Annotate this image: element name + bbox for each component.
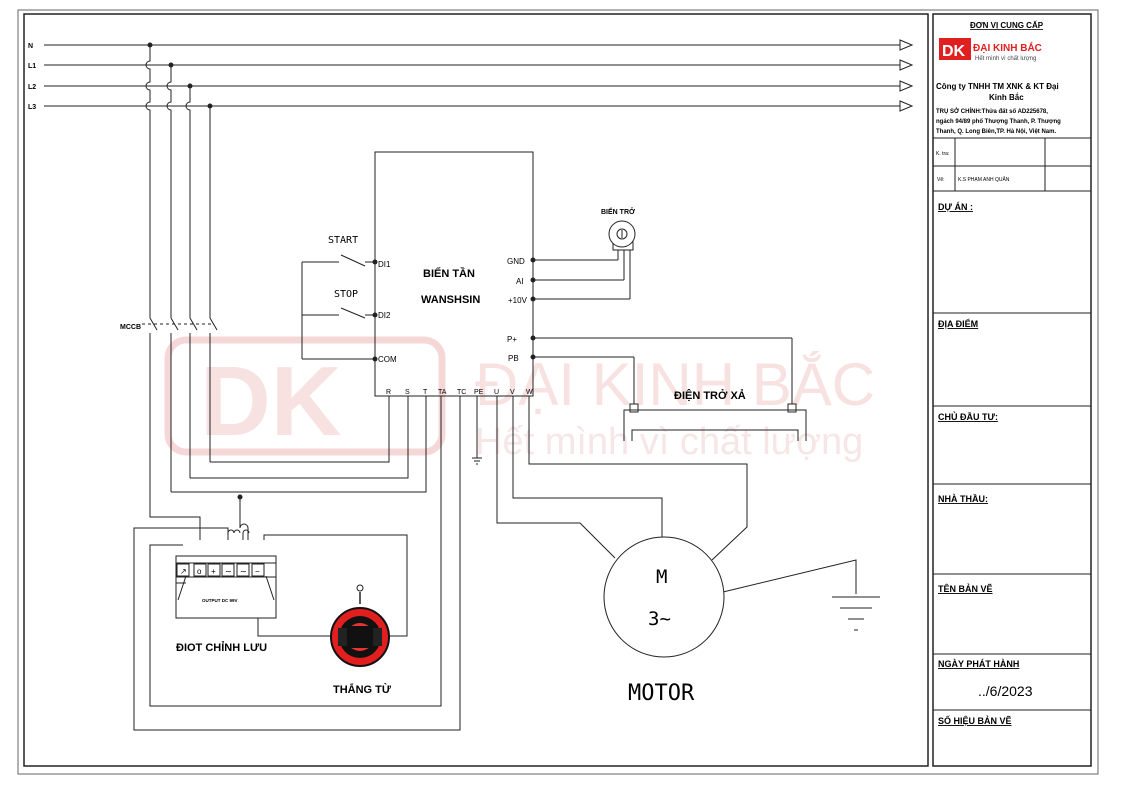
inverter-name: BIẾN TẦN xyxy=(423,267,475,280)
rectifier-terminal-mark: + xyxy=(211,567,216,576)
brand-logo: DK ĐẠI KINH BẮC Hết mình vì chất lượng xyxy=(939,38,1042,62)
owner-label: CHỦ ĐẦU TƯ: xyxy=(938,411,998,422)
rectifier-label: ĐIOT CHỈNH LƯU xyxy=(176,641,267,654)
rectifier-terminal-mark: − xyxy=(255,567,260,576)
rectifier-terminal xyxy=(207,563,221,577)
address-line1: TRỤ SỞ CHÍNH:Thửa đất số AD225678, xyxy=(936,107,1048,115)
brake xyxy=(330,584,390,667)
brand-slogan: Hết mình vì chất lượng xyxy=(975,56,1036,62)
motor-m: M xyxy=(656,566,667,588)
potentiometer-label: BIẾN TRỞ xyxy=(601,206,635,216)
brake-resistor-label: ĐIỆN TRỞ XẢ xyxy=(674,389,746,402)
terminal-com: COM xyxy=(378,355,397,364)
drawn-label: Vẽ: xyxy=(937,177,945,183)
outer-frame xyxy=(17,9,1099,775)
line-label-l2: L2 xyxy=(28,84,36,91)
address-line3: Thanh, Q. Long Biên,TP. Hà Nội, Việt Nam… xyxy=(936,129,1056,135)
potentiometer xyxy=(530,220,636,302)
power-wiring xyxy=(133,396,880,731)
stop-switch-label: STOP xyxy=(334,289,358,300)
company-line1: Công ty TNHH TM XNK & KT Đại xyxy=(936,82,1059,91)
supply-lines xyxy=(44,39,914,112)
contractor-label: NHÀ THẦU: xyxy=(938,494,988,504)
terminal-t: T xyxy=(423,389,428,396)
rectifier-terminal xyxy=(236,563,250,577)
title-block-grid xyxy=(933,137,1091,711)
terminal-p-plus: P+ xyxy=(507,335,517,344)
rectifier-terminal xyxy=(176,563,190,577)
inverter-box xyxy=(374,151,534,397)
line-drops xyxy=(142,42,218,505)
start-switch-label: START xyxy=(328,235,358,246)
terminal-10v: +10V xyxy=(508,296,528,305)
drawing-frame xyxy=(23,13,929,767)
drawn-by: K.S PHẠM ANH QUÂN xyxy=(958,176,1010,183)
terminal-pe: PE xyxy=(474,389,484,396)
rectifier-terminal-mark: ↗ xyxy=(180,567,187,576)
terminal-w: W xyxy=(526,389,533,396)
address-line2: ngách 94/89 phố Thượng Thanh, P. Thượng xyxy=(936,118,1061,125)
watermark-brand: ĐẠI KINH BẮC xyxy=(475,351,875,418)
inverter-model: WANSHSIN xyxy=(421,294,480,306)
terminal-u: U xyxy=(494,389,499,396)
terminal-r: R xyxy=(386,389,391,396)
line-label-l1: L1 xyxy=(28,63,36,70)
rectifier-terminal xyxy=(251,563,265,577)
terminal-tc: TC xyxy=(457,389,466,396)
terminal-v: V xyxy=(510,389,515,396)
watermark: DK ĐẠI KINH BẮC Hết mình vì chất lượng xyxy=(164,336,875,463)
rectifier-terminal-mark: ∼ xyxy=(240,567,247,576)
motor-phase: 3~ xyxy=(648,608,671,630)
terminal-s: S xyxy=(405,389,410,396)
rectifier-terminal xyxy=(193,563,207,577)
motor-label: MOTOR xyxy=(628,681,695,706)
inverter-bottom-terminals: R S T TA TC PE U V W xyxy=(386,389,533,396)
watermark-slogan: Hết mình vì chất lượng xyxy=(475,421,863,463)
issue-date: ../6/2023 xyxy=(978,683,1033,699)
check-label: K. tra: xyxy=(936,151,949,157)
terminal-di2: DI2 xyxy=(378,311,391,320)
terminal-ta: TA xyxy=(438,389,447,396)
motor xyxy=(603,536,725,658)
drawing-number-label: SỐ HIỆU BẢN VẼ xyxy=(938,715,1012,726)
drawing-name-label: TÊN BẢN VẼ xyxy=(938,583,993,594)
line-label-l3: L3 xyxy=(28,104,36,111)
issue-date-label: NGÀY PHÁT HÀNH xyxy=(938,659,1019,669)
brake-resistor xyxy=(530,335,807,441)
supplier-header: ĐƠN VỊ CUNG CẤP xyxy=(970,20,1044,30)
project-label: DỰ ÁN : xyxy=(938,202,973,212)
terminal-gnd: GND xyxy=(507,257,525,266)
title-block-frame xyxy=(932,13,1092,767)
watermark-logo: DK xyxy=(200,346,342,456)
rectifier-terminal-mark: o xyxy=(197,567,202,576)
brand-name: ĐẠI KINH BẮC xyxy=(973,41,1042,54)
company-line2: Kinh Bắc xyxy=(989,93,1024,102)
terminal-pb: PB xyxy=(508,354,519,363)
brand-logo-text: DK xyxy=(942,43,966,60)
rectifier-terminal xyxy=(221,563,235,577)
brake-label: THẮNG TỪ xyxy=(333,683,392,696)
rectifier-terminals: ↗o+∼∼− xyxy=(176,563,265,577)
terminal-ai: AI xyxy=(516,277,524,286)
control-wiring xyxy=(301,254,378,362)
rectifier-output-label: OUTPUT DC 99V xyxy=(202,598,238,603)
rectifier-terminal-mark: ∼ xyxy=(225,567,232,576)
line-label-n: N xyxy=(28,43,33,50)
terminal-di1: DI1 xyxy=(378,260,391,269)
mccb-label: MCCB xyxy=(120,324,141,331)
location-label: ĐỊA ĐIỂM xyxy=(938,318,978,329)
